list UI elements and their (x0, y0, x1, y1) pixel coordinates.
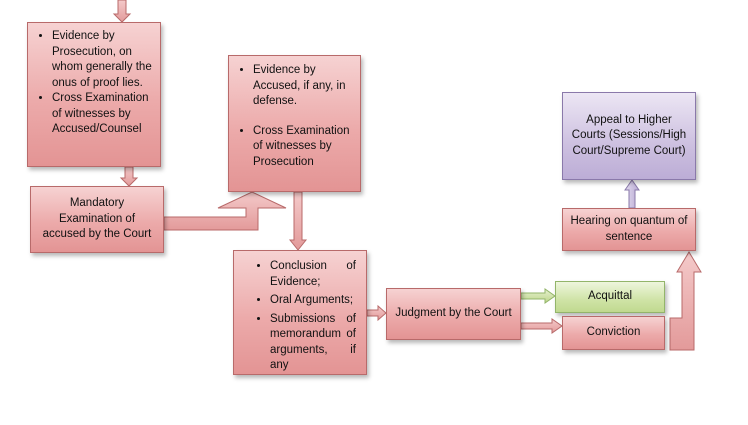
conclusion-item-1: Conclusion of Evidence; (270, 259, 356, 290)
conviction-label: Conviction (586, 326, 641, 339)
mandatory-examination-label: Mandatory Examination of accused by the … (42, 197, 152, 241)
acquittal-box: Acquittal (555, 281, 665, 313)
prosecution-item-1: Evidence by Prosecution, on whom general… (52, 29, 154, 91)
judgment-label: Judgment by the Court (395, 307, 512, 320)
hearing-box: Hearing on quantum of sentence (562, 208, 696, 251)
arrow-judgment-to-conviction (520, 318, 563, 334)
appeal-box: Appeal to Higher Courts (Sessions/High C… (562, 92, 696, 180)
arrow-examination-to-defense (163, 191, 287, 231)
prosecution-evidence-box: Evidence by Prosecution, on whom general… (27, 22, 161, 167)
arrow-conviction-to-hearing (669, 251, 702, 351)
defense-evidence-box: Evidence by Accused, if any, in defense.… (228, 55, 361, 192)
conclusion-item-3: Submissions of memorandum of arguments, … (270, 312, 356, 374)
arrow-hearing-to-appeal (624, 179, 640, 209)
hearing-label: Hearing on quantum of sentence (570, 215, 688, 243)
judgment-box: Judgment by the Court (386, 288, 521, 340)
arrow-defense-to-conclusion (288, 191, 308, 251)
conclusion-box: Conclusion of Evidence; Oral Arguments; … (233, 250, 367, 375)
defense-item-2: Cross Examination of witnesses by Prosec… (253, 124, 354, 171)
appeal-label: Appeal to Higher Courts (Sessions/High C… (571, 113, 687, 157)
conclusion-item-2: Oral Arguments; (270, 293, 356, 309)
prosecution-item-2: Cross Examination of witnesses by Accuse… (52, 91, 154, 138)
mandatory-examination-box: Mandatory Examination of accused by the … (30, 186, 164, 253)
acquittal-label: Acquittal (587, 290, 633, 303)
arrow-judgment-to-acquittal (520, 288, 556, 304)
arrow-conclusion-to-judgment (366, 304, 387, 322)
arrow-top-incoming (112, 0, 132, 23)
conviction-box: Conviction (562, 316, 665, 350)
arrow-prosecution-to-examination (119, 166, 139, 187)
defense-item-1: Evidence by Accused, if any, in defense. (253, 63, 354, 110)
